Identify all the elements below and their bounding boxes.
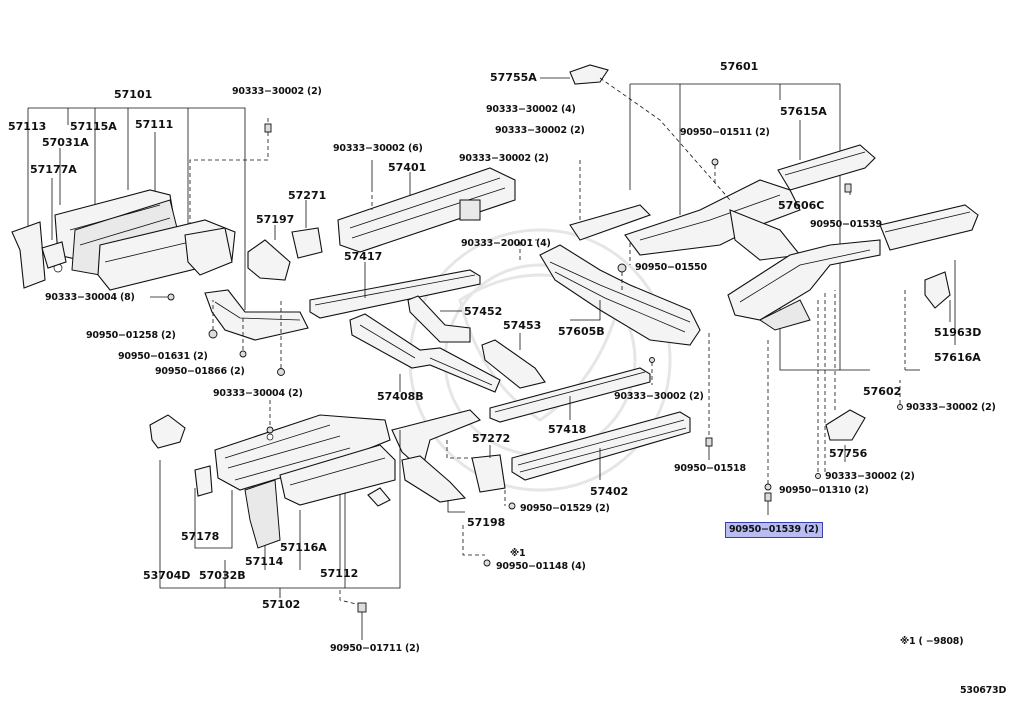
part-label-57601[interactable]: 57601 bbox=[720, 60, 759, 73]
part-label-57031a[interactable]: 57031A bbox=[42, 136, 89, 149]
group-57102-leaders bbox=[159, 400, 401, 606]
member-57615A bbox=[777, 144, 876, 195]
bolt-label-90950-01550[interactable]: 90950−01550 bbox=[635, 262, 707, 273]
part-label-57271[interactable]: 57271 bbox=[288, 189, 327, 202]
part-label-57102[interactable]: 57102 bbox=[262, 598, 301, 611]
bracket-57271 bbox=[291, 200, 323, 259]
part-label-53704d[interactable]: 53704D bbox=[143, 569, 191, 582]
part-label-57756[interactable]: 57756 bbox=[829, 447, 868, 460]
bolt-90333-30004-2 bbox=[266, 426, 274, 434]
part-label-57418[interactable]: 57418 bbox=[548, 423, 587, 436]
bolt-label-90333-30004-8[interactable]: 90333−30004 (8) bbox=[45, 292, 135, 303]
part-label-57616a[interactable]: 57616A bbox=[934, 351, 981, 364]
bracket-57178 bbox=[194, 465, 213, 497]
part-label-57112[interactable]: 57112 bbox=[320, 567, 359, 580]
part-label-57606c[interactable]: 57606C bbox=[778, 199, 825, 212]
fasteners-right bbox=[629, 158, 903, 515]
bolt-label-90333-30002-6[interactable]: 90333−30002 (6) bbox=[333, 143, 423, 154]
member-57408B bbox=[349, 313, 501, 393]
bracket-57272 bbox=[446, 440, 516, 510]
part-label-51963d[interactable]: 51963D bbox=[934, 326, 982, 339]
part-label-57114[interactable]: 57114 bbox=[245, 555, 284, 568]
bolt-label-90950-01539[interactable]: 90950−01539 bbox=[810, 219, 882, 230]
part-label-57111[interactable]: 57111 bbox=[135, 118, 174, 131]
bolt-label-90333-30002-2-mid[interactable]: 90333−30002 (2) bbox=[614, 391, 704, 402]
bolt-90950-01711 bbox=[357, 602, 367, 640]
bracket-57198 bbox=[401, 455, 491, 567]
bracket-53704D bbox=[149, 414, 186, 449]
part-label-57452[interactable]: 57452 bbox=[464, 305, 503, 318]
bracket-57755A bbox=[540, 64, 731, 201]
bracket-51963D bbox=[924, 271, 951, 322]
bolt-label-90333-30002-2-top[interactable]: 90333−30002 (2) bbox=[232, 86, 322, 97]
bolt-label-90333-30004-2[interactable]: 90333−30004 (2) bbox=[213, 388, 303, 399]
part-label-57272[interactable]: 57272 bbox=[472, 432, 511, 445]
bolt-90333-30002-top bbox=[264, 123, 272, 133]
part-label-57032b[interactable]: 57032B bbox=[199, 569, 246, 582]
bolt-label-90950-01631-2[interactable]: 90950−01631 (2) bbox=[118, 351, 208, 362]
part-label-57408b[interactable]: 57408B bbox=[377, 390, 424, 403]
part-label-57605b[interactable]: 57605B bbox=[558, 325, 605, 338]
diagram-code: 530673D bbox=[960, 685, 1007, 696]
bolt-label-90333-30002-2-d[interactable]: 90333−30002 (2) bbox=[825, 471, 915, 482]
lower-bracket-57101 bbox=[204, 289, 309, 376]
bolt-label-90950-01529-2[interactable]: 90950−01529 (2) bbox=[520, 503, 610, 514]
panel-57401 bbox=[337, 160, 516, 253]
part-label-57615a[interactable]: 57615A bbox=[780, 105, 827, 118]
part-label-57178[interactable]: 57178 bbox=[181, 530, 220, 543]
member-57616A bbox=[879, 204, 979, 370]
bracket-57112 bbox=[367, 487, 391, 507]
bolt-label-90333-30002-2-right[interactable]: 90333−30002 (2) bbox=[906, 402, 996, 413]
member-57453 bbox=[481, 333, 546, 389]
part-label-57115a[interactable]: 57115A bbox=[70, 120, 117, 133]
bolt-label-90333-20001-4[interactable]: 90333−20001 (4) bbox=[461, 238, 551, 249]
rocker-57402 bbox=[511, 411, 691, 481]
part-label-57402[interactable]: 57402 bbox=[590, 485, 629, 498]
member-57417 bbox=[309, 262, 481, 319]
part-label-57113[interactable]: 57113 bbox=[8, 120, 47, 133]
front-side-member-assy bbox=[11, 189, 236, 301]
part-label-57417[interactable]: 57417 bbox=[344, 250, 383, 263]
bolt-label-90950-01711-2[interactable]: 90950−01711 (2) bbox=[330, 643, 420, 654]
bolt-label-90950-01310-2[interactable]: 90950−01310 (2) bbox=[779, 485, 869, 496]
member-57452 bbox=[407, 295, 471, 343]
group-57601-leaders bbox=[629, 83, 920, 371]
part-label-57197[interactable]: 57197 bbox=[256, 213, 295, 226]
bolt-label-90950-01866-2[interactable]: 90950−01866 (2) bbox=[155, 366, 245, 377]
footnote: ※1 ( −9808) bbox=[900, 636, 964, 647]
part-label-57401[interactable]: 57401 bbox=[388, 161, 427, 174]
group-57101-leaders bbox=[27, 107, 269, 310]
bolt-label-90333-30002-4[interactable]: 90333−30002 (4) bbox=[486, 104, 576, 115]
bracket-57197 bbox=[247, 225, 291, 281]
bolt-90950-01518 bbox=[705, 330, 713, 460]
part-label-57177a[interactable]: 57177A bbox=[30, 163, 77, 176]
member-57605B bbox=[519, 160, 701, 346]
bolt-label-90950-01518[interactable]: 90950−01518 bbox=[674, 463, 746, 474]
bolt-label-90950-01148-4[interactable]: 90950−01148 (4) bbox=[496, 561, 586, 572]
bolt-label-90950-01511-2[interactable]: 90950−01511 (2) bbox=[680, 127, 770, 138]
bolt-label-90333-30002-2-c[interactable]: 90333−30002 (2) bbox=[459, 153, 549, 164]
part-label-57101[interactable]: 57101 bbox=[114, 88, 153, 101]
part-label-57116a[interactable]: 57116A bbox=[280, 541, 327, 554]
front-lower-member-assy bbox=[214, 414, 396, 549]
part-label-57755a[interactable]: 57755A bbox=[490, 71, 537, 84]
member-57408B-lower bbox=[391, 409, 481, 472]
note-mark: ※1 bbox=[510, 548, 526, 559]
bracket-57177A bbox=[41, 241, 67, 269]
bolt-label-90333-30002-2-b[interactable]: 90333−30002 (2) bbox=[495, 125, 585, 136]
bolt-label-90950-01258-2[interactable]: 90950−01258 (2) bbox=[86, 330, 176, 341]
part-label-57602[interactable]: 57602 bbox=[863, 385, 902, 398]
selected-part-label-90950-01539-2[interactable]: 90950−01539 (2) bbox=[725, 522, 823, 538]
bracket-57756 bbox=[825, 290, 866, 462]
rocker-57418 bbox=[489, 357, 655, 423]
rear-frame-57601 bbox=[569, 179, 881, 331]
part-label-57453[interactable]: 57453 bbox=[503, 319, 542, 332]
part-label-57198[interactable]: 57198 bbox=[467, 516, 506, 529]
